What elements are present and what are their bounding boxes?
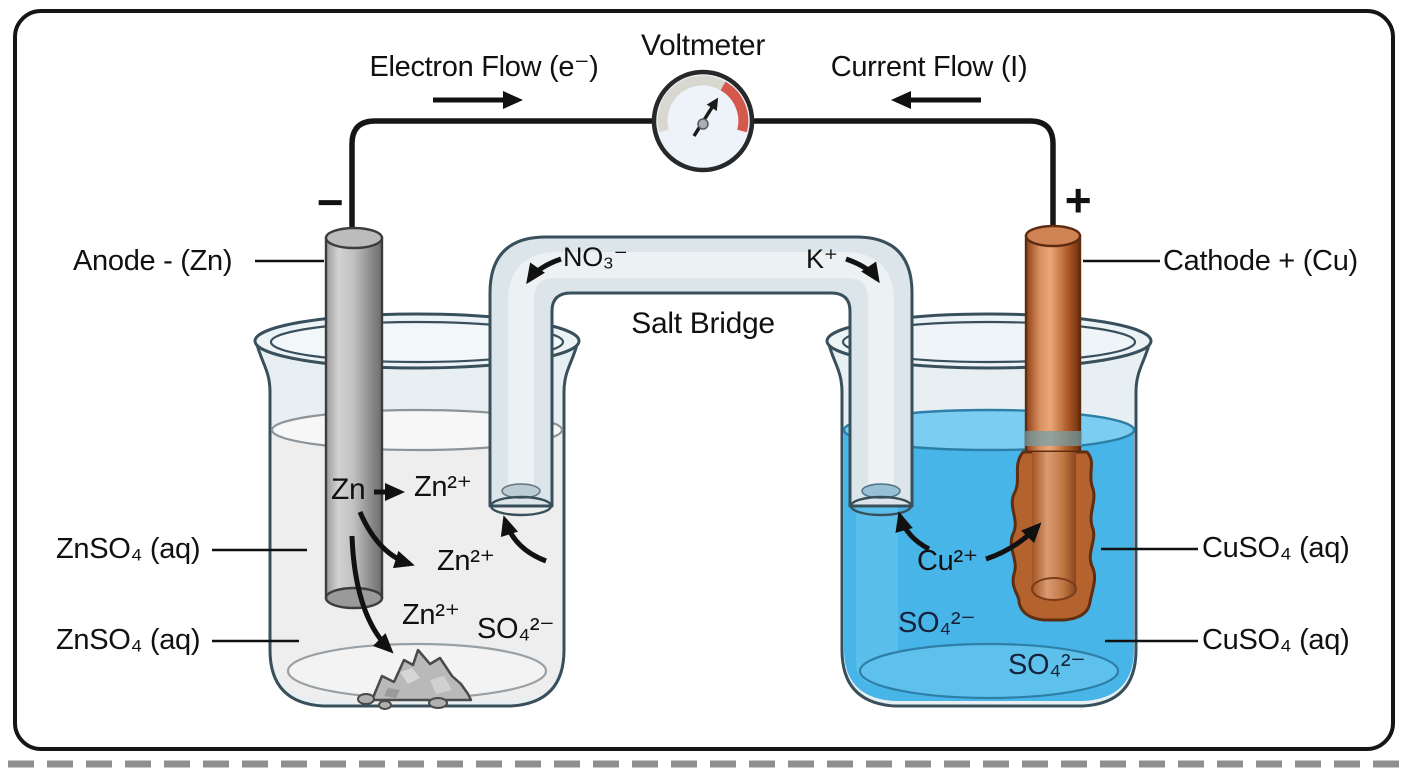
anode-label: Anode - (Zn) (73, 245, 233, 277)
cuso4-upper-label: CuSO₄ (aq) (1202, 532, 1350, 564)
cu-deposition-arrow (985, 522, 1042, 562)
diagram-frame (13, 9, 1395, 751)
gauge-arc-red (720, 81, 749, 133)
salt-bridge-right-end (849, 495, 913, 517)
zn-ion-to-bridge-arrow (500, 515, 547, 564)
right-sulfate-lower-label: SO₄²⁻ (1008, 649, 1086, 681)
potassium-ion-label: K⁺ (806, 244, 838, 274)
gauge-arc-gray (657, 75, 726, 133)
nitrate-ion-label: NO₃⁻ (563, 242, 628, 272)
salt-bridge-left-end (489, 495, 553, 517)
ion-arrows (349, 256, 1042, 654)
znso4-upper-label: ZnSO₄ (aq) (56, 533, 201, 565)
zn-ion-top-label: Zn²⁺ (414, 471, 472, 503)
salt-bridge-label: Salt Bridge (631, 307, 775, 340)
zn-sediment-arrow (349, 535, 394, 654)
copper-electrode (1009, 224, 1097, 622)
zinc-electrode-top (324, 226, 384, 250)
electron-flow-label: Electron Flow (e⁻) (369, 51, 599, 83)
copper-electrode-top (1024, 224, 1082, 248)
anode-minus-sign: − (316, 176, 344, 228)
potassium-arrow (845, 256, 880, 284)
zn-ion-bottom-label: Zn²⁺ (402, 599, 460, 631)
leader-lines (212, 259, 1198, 643)
salt-bridge-tube (488, 235, 914, 517)
zn-atom-label: Zn (331, 473, 366, 506)
current-flow-label: Current Flow (I) (830, 51, 1028, 83)
waterline-band (1024, 431, 1082, 446)
znso4-lower-label: ZnSO₄ (aq) (56, 624, 201, 656)
voltmeter-label: Voltmeter (640, 29, 766, 62)
cu-ion-from-bridge-arrow (895, 511, 931, 552)
cathode-label: Cathode + (Cu) (1163, 245, 1358, 277)
voltmeter-needle (692, 97, 719, 137)
right-sulfate-upper-label: SO₄²⁻ (898, 607, 976, 639)
needle-pivot (697, 118, 709, 130)
voltmeter-gauge (651, 69, 755, 173)
cuso4-lower-label: CuSO₄ (aq) (1202, 624, 1350, 656)
zn-ion-mid-label: Zn²⁺ (437, 545, 495, 577)
zinc-sediment-pile (357, 648, 473, 710)
left-sulfate-label: SO₄²⁻ (477, 613, 555, 645)
zn-ion-release-arrow (357, 511, 415, 569)
cu-ion-label: Cu²⁺ (917, 545, 978, 577)
nitrate-arrow (526, 256, 562, 285)
cathode-plus-sign: + (1064, 174, 1092, 226)
